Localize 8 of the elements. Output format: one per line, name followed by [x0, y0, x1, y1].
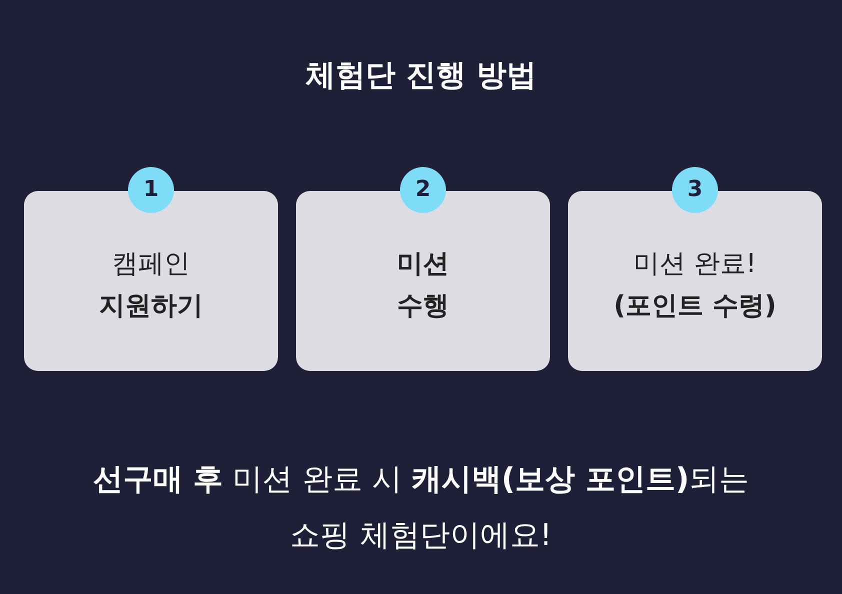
step-text: 미션 완료! (포인트 수령) — [612, 248, 778, 323]
step-number-badge: 3 — [672, 167, 718, 213]
step-text: 미션 수행 — [396, 248, 450, 323]
step-number-badge: 2 — [400, 167, 446, 213]
title: 체험단 진행 방법 — [304, 57, 538, 95]
description-text: 선구매 후 미션 완료 시 캐시백(보상 포인트)되는 쇼핑 체험단이에요! — [92, 461, 750, 555]
step-number-badge: 1 — [128, 167, 174, 213]
step-text: 캠페인 지원하기 — [98, 248, 204, 323]
